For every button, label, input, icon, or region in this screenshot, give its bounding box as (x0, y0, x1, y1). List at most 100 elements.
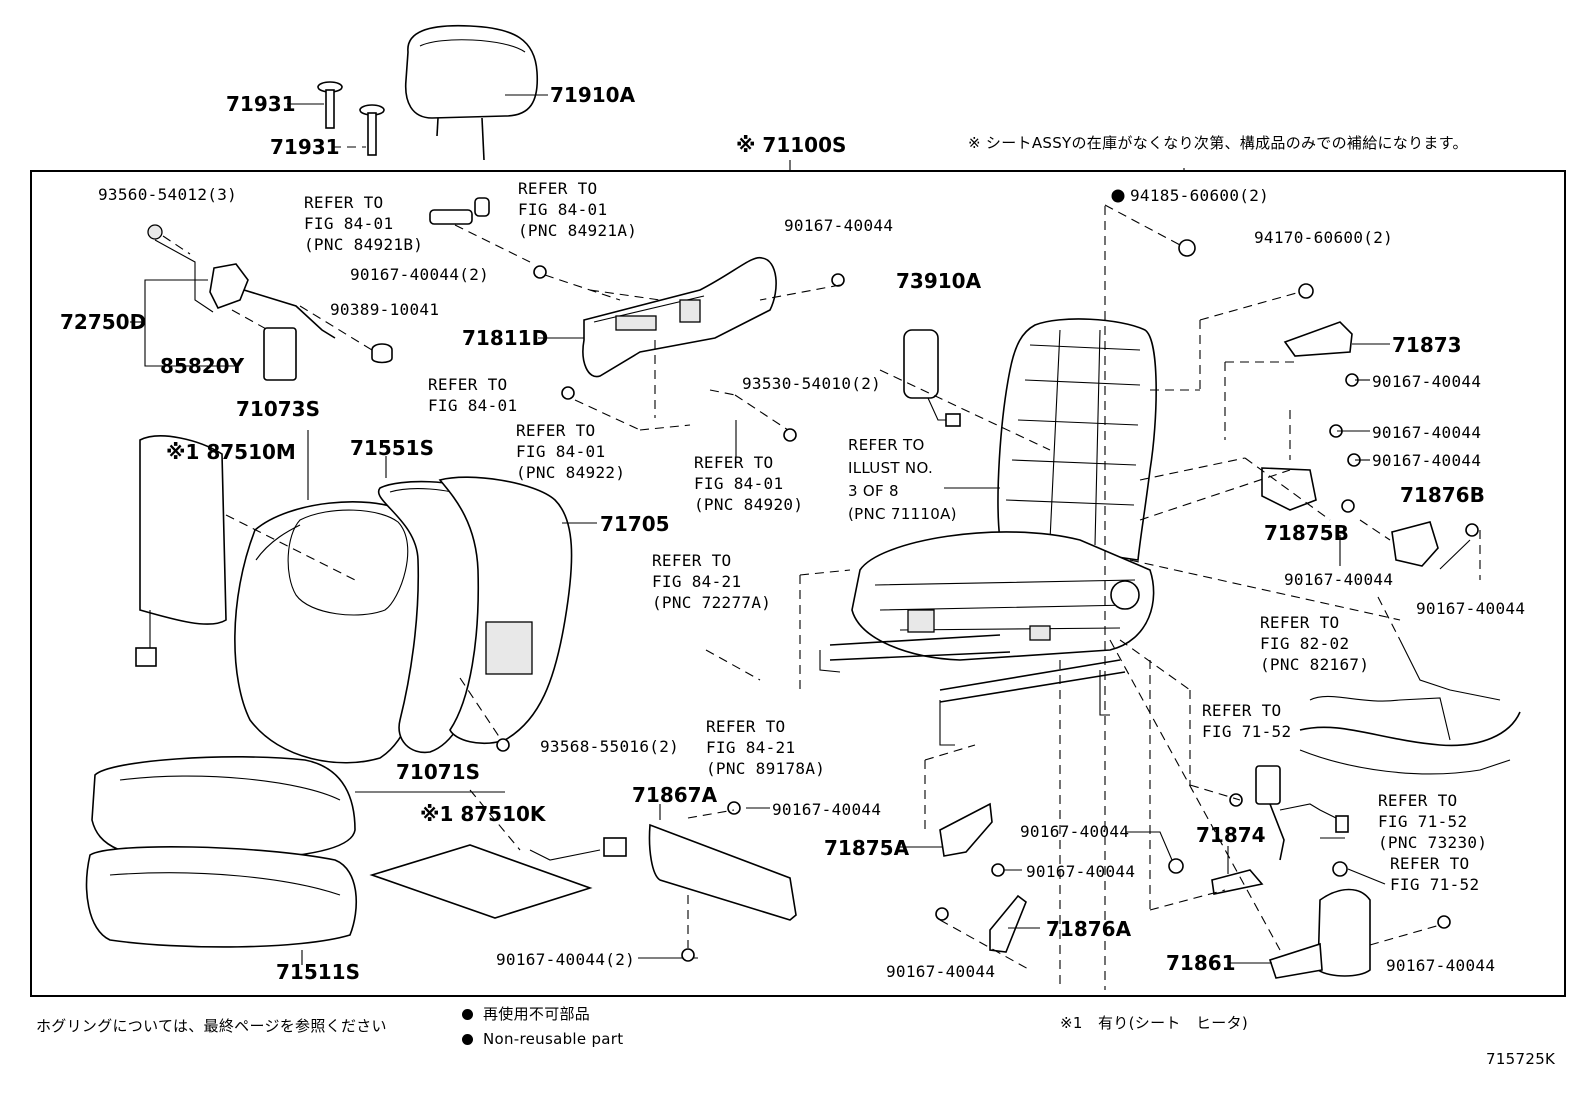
part-85820y[interactable]: 85820Y (160, 354, 245, 378)
heater-mat-87510m (135, 435, 356, 667)
part-90167-40044-b4[interactable]: 90167-40044 (886, 962, 996, 981)
bracket-71873 (1283, 321, 1390, 357)
diagram-frame (30, 170, 1566, 997)
side-shield-71811d (538, 256, 777, 378)
refer-line: (PNC 84920) (694, 495, 804, 514)
non-reusable-dot-icon (462, 1034, 473, 1045)
part-90167-40044-2-upper[interactable]: 90167-40044(2) (350, 265, 490, 284)
part-94185-60600[interactable]: 94185-60600(2) (1130, 186, 1270, 205)
part-94170-60600[interactable]: 94170-60600(2) (1254, 228, 1394, 247)
part-71876b[interactable]: 71876B (1400, 483, 1485, 507)
refer-line: ILLUST NO. (848, 459, 934, 477)
refer-line: (PNC 89178A) (706, 759, 826, 778)
refer-line: FIG 82-02 (1260, 634, 1350, 653)
refer-84920[interactable]: REFER TO FIG 84-01 (PNC 84920) (694, 452, 803, 515)
refer-line: (PNC 72277A) (652, 593, 772, 612)
part-90167-40044-r1[interactable]: 90167-40044 (1372, 372, 1482, 391)
part-71875a[interactable]: 71875A (824, 836, 910, 860)
assy-label: ※ 71100S (736, 133, 847, 157)
refer-line: 3 OF 8 (848, 482, 899, 500)
refer-84921a[interactable]: REFER TO FIG 84-01 (PNC 84921A) (518, 178, 637, 241)
refer-line: REFER TO (848, 436, 925, 454)
leader-lines (162, 160, 1481, 990)
part-93530-54010[interactable]: 93530-54010(2) (742, 374, 882, 393)
refer-line: (PNC 84921B) (304, 235, 424, 254)
refer-line: FIG 71-52 (1378, 812, 1468, 831)
part-71876a[interactable]: 71876A (1046, 917, 1132, 941)
seat-heater-note: ※1 有り(シート ヒータ) (1060, 1014, 1249, 1032)
refer-line: REFER TO (516, 421, 596, 440)
part-90167-40044-b5[interactable]: 90167-40044 (1386, 956, 1496, 975)
part-71073s[interactable]: 71073S (236, 397, 320, 421)
refer-line: REFER TO (1202, 701, 1282, 720)
refer-line: FIG 84-01 (518, 200, 608, 219)
part-71705[interactable]: 71705 (600, 512, 670, 536)
part-71910a[interactable]: 71910A (550, 83, 636, 107)
refer-line: REFER TO (304, 193, 384, 212)
part-90167-40044-b3[interactable]: 90167-40044 (1020, 822, 1130, 841)
part-87510k[interactable]: ※1 87510K (420, 802, 546, 826)
refer-73230[interactable]: REFER TO FIG 71-52 (PNC 73230) (1378, 790, 1487, 853)
part-73910a[interactable]: 73910A (896, 269, 982, 293)
seatback-board-71705 (438, 476, 597, 745)
part-71873[interactable]: 71873 (1392, 333, 1462, 357)
refer-fig-84-01[interactable]: REFER TO FIG 84-01 (428, 374, 517, 416)
refer-line: FIG 84-21 (706, 738, 796, 757)
part-71811d[interactable]: 71811D (462, 326, 549, 350)
part-90167-40044-r2[interactable]: 90167-40044 (1372, 423, 1482, 442)
refer-line: REFER TO (652, 551, 732, 570)
part-71874[interactable]: 71874 (1196, 823, 1266, 847)
refer-line: FIG 71-52 (1202, 722, 1292, 741)
part-71861[interactable]: 71861 (1166, 951, 1236, 975)
part-71931-upper[interactable]: 71931 (226, 92, 296, 116)
part-71071s[interactable]: 71071S (396, 760, 480, 784)
part-71867a[interactable]: 71867A (632, 783, 718, 807)
heater-mat-87510k (369, 837, 627, 919)
cushion-pad-71511s (85, 845, 358, 965)
refer-71110a[interactable]: REFER TO ILLUST NO. 3 OF 8 (PNC 71110A) (848, 434, 957, 526)
refer-84921b[interactable]: REFER TO FIG 84-01 (PNC 84921B) (304, 192, 423, 255)
part-71931-lower[interactable]: 71931 (270, 135, 340, 159)
front-cover-71867a (638, 804, 797, 959)
refer-line: FIG 84-01 (428, 396, 518, 415)
part-90389-10041[interactable]: 90389-10041 (330, 300, 440, 319)
refer-line: (PNC 84921A) (518, 221, 638, 240)
side-airbag-73910a (903, 329, 961, 427)
part-93560-54012[interactable]: 93560-54012(3) (98, 185, 238, 204)
part-90167-40044-b2[interactable]: 90167-40044 (1026, 862, 1136, 881)
part-90167-40044-b1[interactable]: 90167-40044 (772, 800, 882, 819)
refer-line: REFER TO (706, 717, 786, 736)
refer-72277a[interactable]: REFER TO FIG 84-21 (PNC 72277A) (652, 550, 771, 613)
bracket-71874 (1211, 846, 1264, 895)
bracket-71876b (1391, 521, 1439, 567)
part-90167-40044-r5[interactable]: 90167-40044 (1416, 599, 1526, 618)
headrest-71910a (404, 24, 548, 161)
fasteners (496, 189, 1479, 962)
refer-fig-71-52-b[interactable]: REFER TO FIG 71-52 (1390, 853, 1479, 895)
refer-fig-71-52-a[interactable]: REFER TO FIG 71-52 (1202, 700, 1291, 742)
part-71511s[interactable]: 71511S (276, 960, 360, 984)
refer-line: REFER TO (1260, 613, 1340, 632)
side-cover-71861 (1228, 888, 1371, 979)
refer-line: FIG 84-01 (516, 442, 606, 461)
legend-en-text: Non-reusable part (483, 1030, 624, 1048)
part-90167-40044-r3[interactable]: 90167-40044 (1372, 451, 1482, 470)
non-reusable-dot-icon (462, 1009, 473, 1020)
legend-non-reusable-en: Non-reusable part (462, 1030, 623, 1049)
refer-line: REFER TO (694, 453, 774, 472)
refer-line: REFER TO (1378, 791, 1458, 810)
part-90167-40044-top[interactable]: 90167-40044 (784, 216, 894, 235)
part-71875b[interactable]: 71875B (1264, 521, 1349, 545)
part-71551s[interactable]: 71551S (350, 436, 434, 460)
refer-89178a[interactable]: REFER TO FIG 84-21 (PNC 89178A) (706, 716, 825, 779)
refer-84922[interactable]: REFER TO FIG 84-01 (PNC 84922) (516, 420, 625, 483)
refer-82167[interactable]: REFER TO FIG 82-02 (PNC 82167) (1260, 612, 1369, 675)
legend-non-reusable-jp: 再使用不可部品 (462, 1005, 590, 1024)
part-90167-40044-r4[interactable]: 90167-40044 (1284, 570, 1394, 589)
part-72750d[interactable]: 72750D (60, 310, 147, 334)
part-93568-55016[interactable]: 93568-55016(2) (540, 737, 680, 756)
part-87510m[interactable]: ※1 87510M (166, 440, 296, 464)
part-90167-40044-2-lower[interactable]: 90167-40044(2) (496, 950, 636, 969)
bracket-71875a (898, 802, 993, 857)
legend-jp-text: 再使用不可部品 (483, 1005, 591, 1023)
